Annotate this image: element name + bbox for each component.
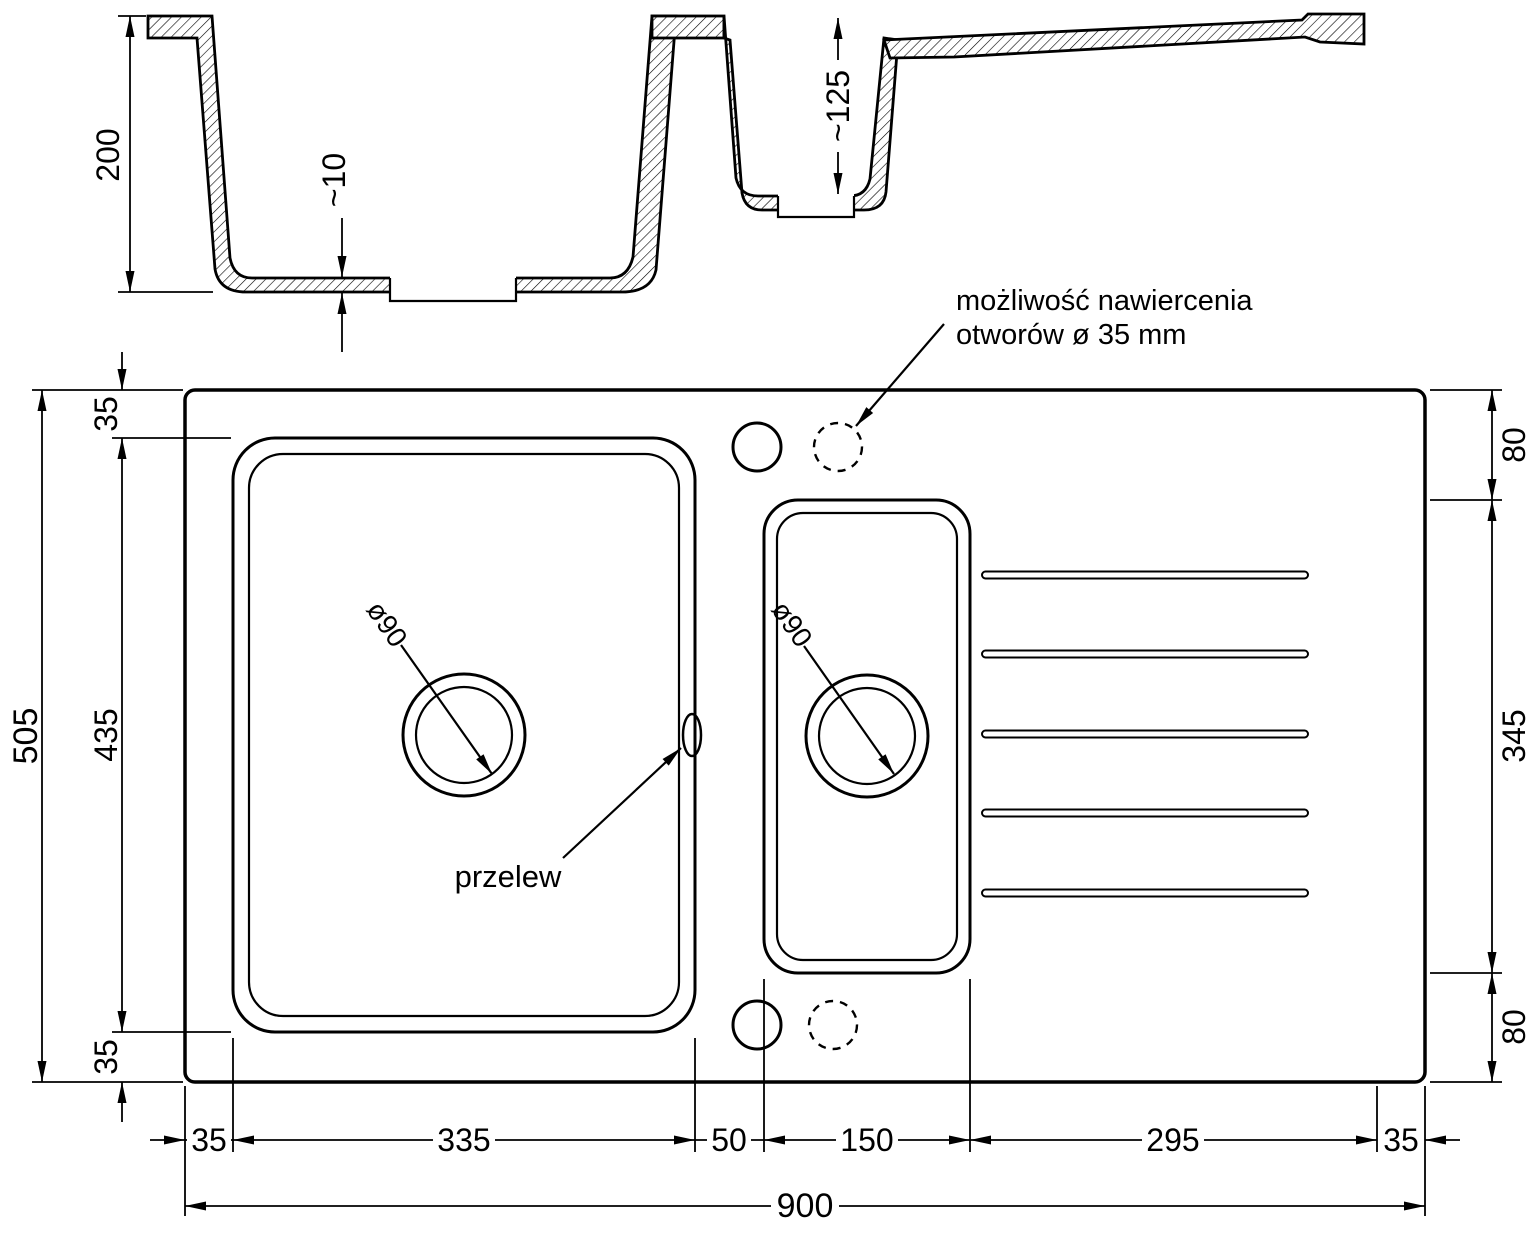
dim-right-top: 80 [1496, 427, 1532, 463]
tap-hole-bottom [731, 999, 783, 1051]
dim-small-bowl-depth: ~125 [820, 70, 856, 142]
main-drain-diameter-label: ø90 [360, 595, 413, 652]
dim-bottom-thickness: ~10 [316, 153, 352, 207]
small-drain-circle-outer [804, 673, 930, 799]
drainer-groove [981, 570, 1309, 580]
section-view: 200 ~10 ~125 [90, 12, 1366, 352]
drainer-groove [981, 888, 1309, 898]
small-bowl-outer [762, 498, 972, 975]
dim-divider-width: 50 [711, 1122, 747, 1158]
dim-main-bowl-width: 335 [437, 1122, 490, 1158]
section-small-bowl [722, 15, 900, 212]
dim-right-bottom: 80 [1496, 1009, 1532, 1045]
plan-view: ø90 ø90 przelew możliwość nawiercenia ot… [183, 285, 1427, 1084]
main-bowl-inner [247, 452, 681, 1018]
dimensions-bottom: 35 335 50 150 295 35 900 [150, 979, 1460, 1225]
section-main-bowl [146, 14, 678, 294]
small-drain-diameter-label: ø90 [765, 595, 818, 652]
sink-outer-edge [183, 388, 1427, 1084]
dim-rim-left: 35 [191, 1122, 227, 1158]
overflow-notch [681, 712, 703, 758]
main-drain-circle-inner [414, 685, 514, 785]
drill-note-line1: możliwość nawiercenia [956, 285, 1253, 317]
dim-rim-right: 35 [1383, 1122, 1419, 1158]
drainer-groove [981, 649, 1309, 659]
dimensions-right: 80 345 80 [1430, 389, 1532, 1083]
drill-note: możliwość nawiercenia otworów ø 35 mm [855, 285, 1253, 427]
drill-note-line2: otworów ø 35 mm [956, 319, 1186, 351]
drainer-groove [981, 729, 1309, 739]
optional-hole-bottom [807, 999, 859, 1051]
dim-small-bowl-zone: 345 [1496, 709, 1532, 762]
overflow-label: przelew [455, 859, 562, 894]
main-bowl-outer [231, 436, 697, 1034]
dim-overall-width: 900 [777, 1187, 834, 1225]
dim-left-rim-bottom: 35 [88, 1039, 124, 1075]
section-drainer-plate [882, 12, 1366, 60]
small-bowl-inner [775, 511, 959, 962]
dim-drainer-width: 295 [1146, 1122, 1199, 1158]
dim-section-depth: 200 [90, 128, 126, 181]
main-drain-gap [390, 272, 516, 296]
small-drain-tray [776, 196, 856, 219]
dim-left-rim-top: 35 [88, 396, 124, 432]
optional-hole-top [812, 421, 864, 473]
drainer-groove [981, 808, 1309, 818]
section-divider-rim [650, 14, 726, 40]
drainer-grooves [981, 570, 1309, 898]
dimensions-left: 505 35 435 35 [7, 352, 231, 1122]
main-drain-tray [388, 278, 518, 303]
small-drain-circle-inner [817, 686, 917, 786]
small-drain-gap [778, 190, 854, 212]
dim-main-bowl-length: 435 [88, 708, 124, 761]
tap-hole-top [731, 421, 783, 473]
main-drain-circle-outer [401, 672, 527, 798]
dim-small-bowl-width: 150 [840, 1122, 893, 1158]
dim-overall-height: 505 [7, 708, 45, 765]
